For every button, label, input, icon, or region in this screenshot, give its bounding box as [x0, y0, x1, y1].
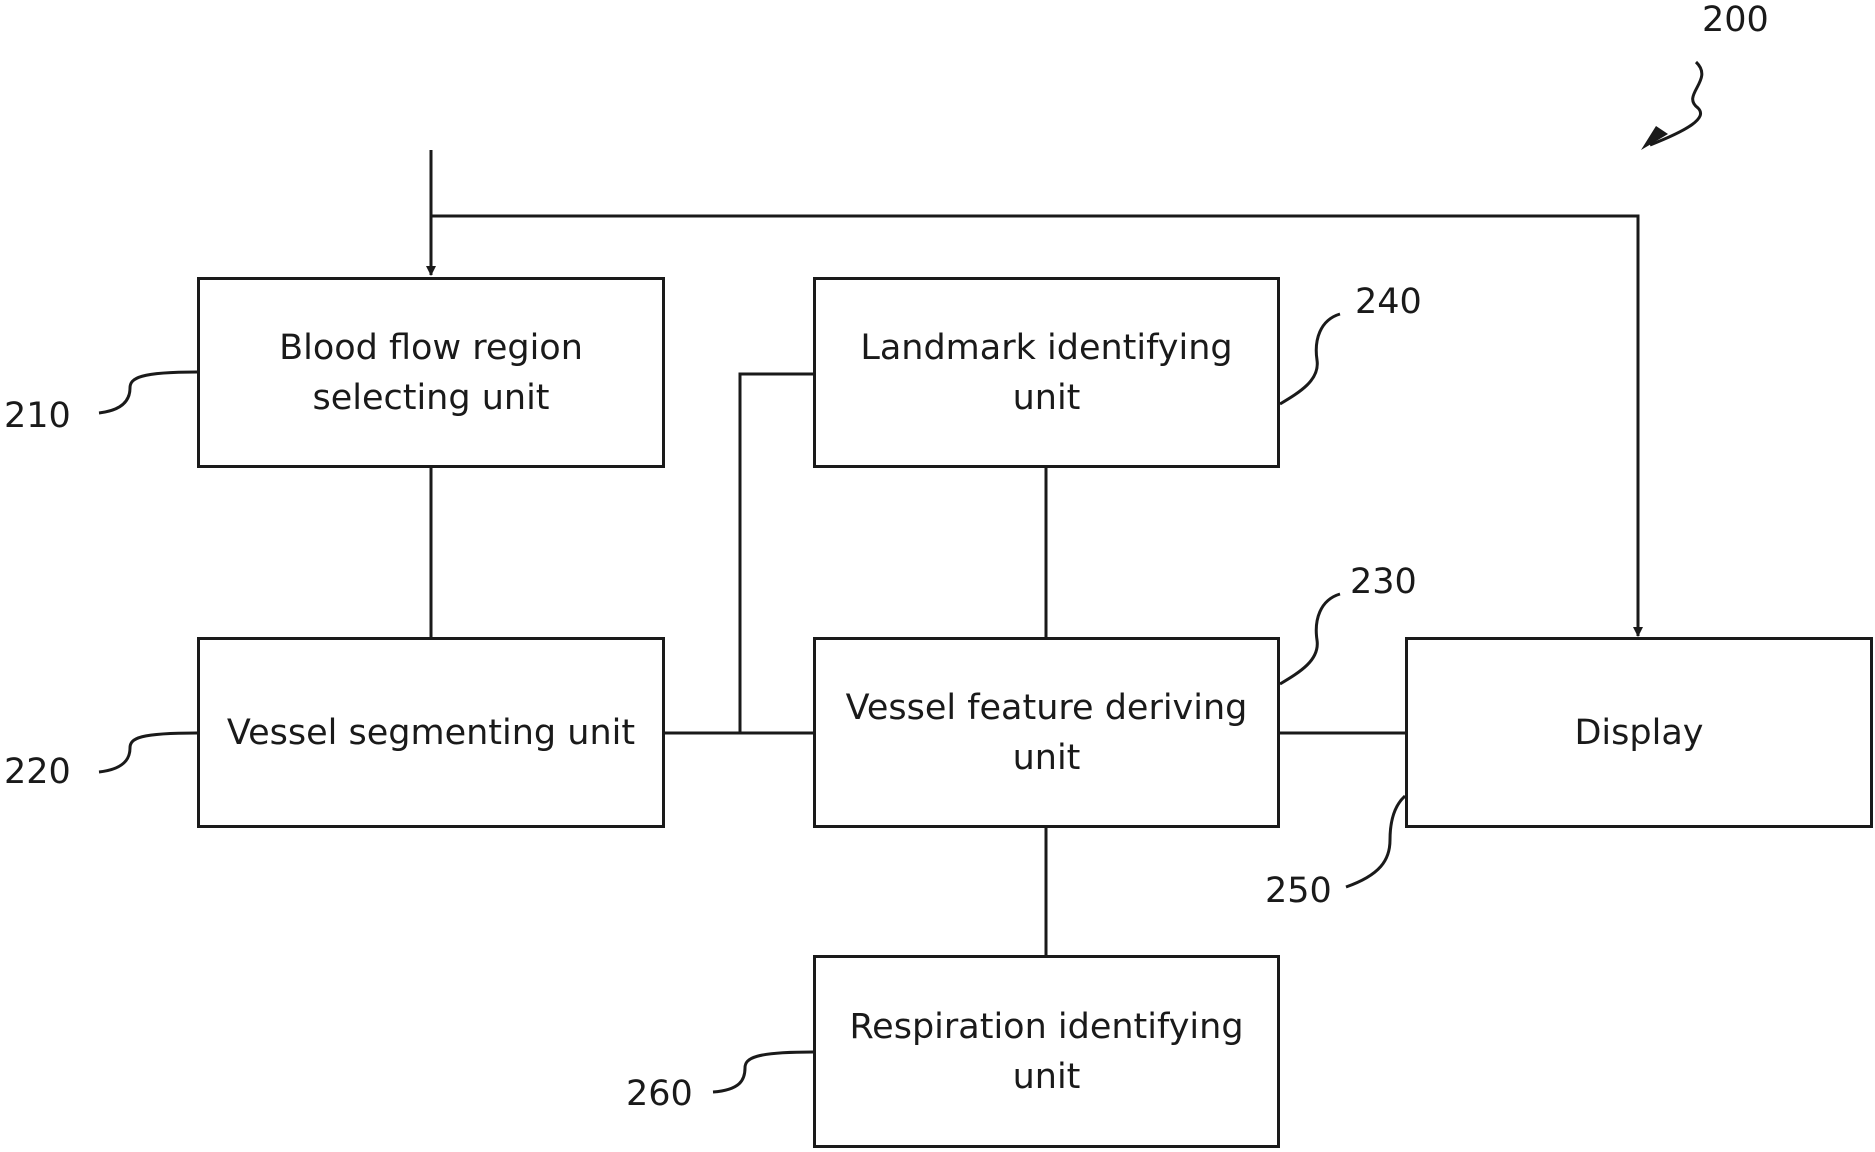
reference-numeral-250: 250	[1265, 871, 1332, 911]
box-label-line1: Display	[1574, 708, 1703, 758]
leader-250	[1346, 796, 1405, 887]
box-label-line2: unit	[1013, 733, 1081, 783]
respiration-identifying-unit-box: Respiration identifying unit	[813, 955, 1280, 1148]
box-label-line1: Landmark identifying	[860, 323, 1232, 373]
reference-numeral-240: 240	[1355, 282, 1422, 322]
reference-numeral-260: 260	[626, 1074, 693, 1114]
vessel-feature-deriving-unit-box: Vessel feature deriving unit	[813, 637, 1280, 828]
blood-flow-region-selecting-unit-box: Blood flow region selecting unit	[197, 277, 665, 468]
box-label-line2: selecting unit	[312, 373, 549, 423]
box-label-line1: Vessel segmenting unit	[227, 708, 635, 758]
box-label-line2: unit	[1013, 1052, 1081, 1102]
leader-220	[99, 733, 197, 772]
figure-reference-200: 200	[1702, 0, 1769, 40]
vessel-segmenting-unit-box: Vessel segmenting unit	[197, 637, 665, 828]
reference-numeral-210: 210	[4, 396, 71, 436]
box-label-line1: Respiration identifying	[849, 1002, 1243, 1052]
leader-230	[1280, 594, 1340, 684]
box-label-line1: Vessel feature deriving	[846, 683, 1248, 733]
leader-240	[1280, 314, 1340, 404]
box-label-line1: Blood flow region	[279, 323, 583, 373]
landmark-identifying-unit-box: Landmark identifying unit	[813, 277, 1280, 468]
leader-260	[713, 1052, 813, 1092]
leader-210	[99, 372, 197, 413]
box-label-line2: unit	[1013, 373, 1081, 423]
reference-numeral-230: 230	[1350, 562, 1417, 602]
reference-numeral-220: 220	[4, 752, 71, 792]
connector-branch-240	[740, 374, 813, 733]
display-box: Display	[1405, 637, 1873, 828]
